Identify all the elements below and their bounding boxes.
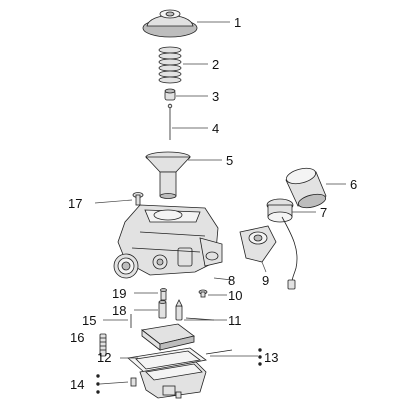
callout-11: 11 xyxy=(228,313,242,328)
callout-17: 17 xyxy=(68,196,82,211)
part-13-screws xyxy=(258,348,262,366)
callout-1: 1 xyxy=(234,15,241,30)
callout-18: 18 xyxy=(112,303,126,318)
part-6-cap xyxy=(285,167,327,209)
part-10-screw xyxy=(198,289,208,298)
part-9-choke-housing xyxy=(239,225,277,263)
part-17-screw xyxy=(132,192,144,206)
part-16-pilot-screw xyxy=(99,333,107,357)
leader-lines xyxy=(94,21,346,385)
part-18-jet xyxy=(158,300,167,319)
part-11-pin xyxy=(175,299,215,321)
callout-16: 16 xyxy=(70,330,84,345)
callout-5: 5 xyxy=(226,153,233,168)
part-2-spring xyxy=(158,46,182,84)
part-14-screws xyxy=(96,374,182,399)
float xyxy=(141,323,233,355)
callout-13: 13 xyxy=(264,350,278,365)
part-4-jet-needle xyxy=(167,103,173,140)
part-5-piston-slide xyxy=(145,151,191,199)
callout-7: 7 xyxy=(320,205,327,220)
callout-15: 15 xyxy=(82,313,96,328)
part-12-gasket xyxy=(127,347,207,373)
part-3-needle-clip xyxy=(164,88,176,101)
carburetor-body xyxy=(113,204,223,279)
callout-19: 19 xyxy=(112,286,126,301)
part-7-auto-choke xyxy=(266,198,298,290)
callout-9: 9 xyxy=(262,273,269,288)
callout-8: 8 xyxy=(228,273,235,288)
part-19-jet xyxy=(160,288,167,301)
callout-12: 12 xyxy=(97,350,111,365)
callout-2: 2 xyxy=(212,57,219,72)
callout-3: 3 xyxy=(212,89,219,104)
callout-10: 10 xyxy=(228,288,242,303)
part-1-diaphragm-cover xyxy=(142,9,198,38)
callout-4: 4 xyxy=(212,121,219,136)
callout-6: 6 xyxy=(350,177,357,192)
callout-14: 14 xyxy=(70,377,84,392)
callout-labels: 1 2 3 4 5 6 7 8 9 10 11 12 13 14 15 16 1… xyxy=(68,15,357,392)
float-bowl xyxy=(139,361,207,399)
